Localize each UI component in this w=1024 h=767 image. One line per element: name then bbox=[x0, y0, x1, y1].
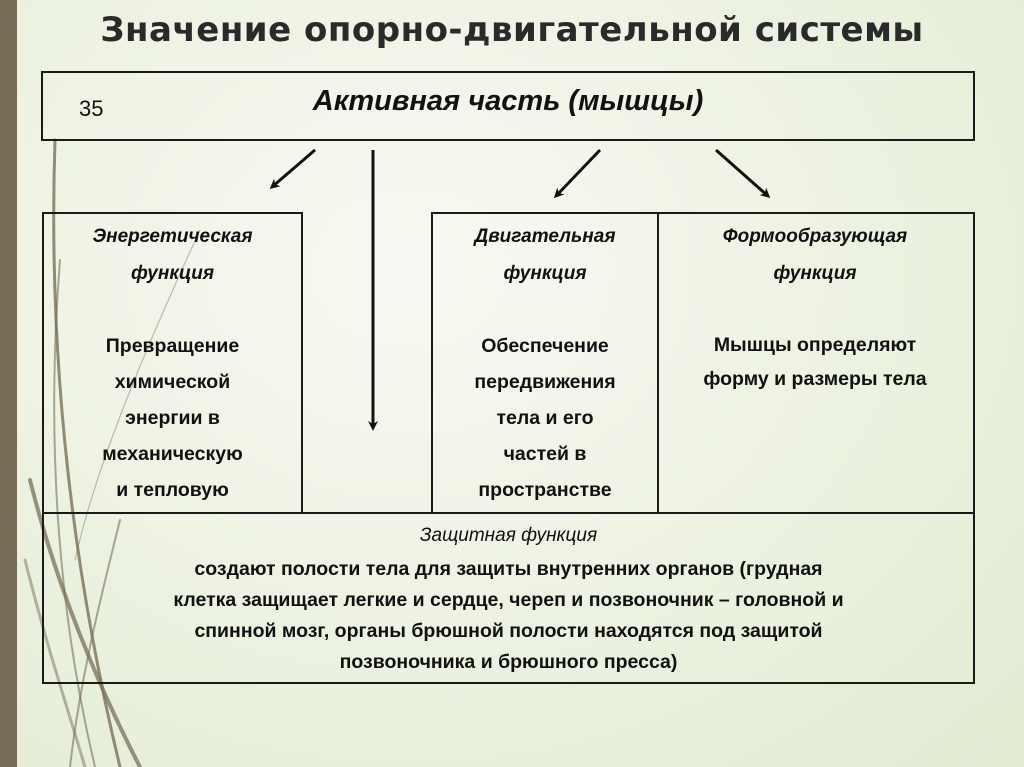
energy-function-cell: Энергетическая функция Превращение химич… bbox=[42, 212, 303, 514]
energy-function-heading: Энергетическая функция bbox=[92, 226, 253, 284]
protective-function-description: создают полости тела для защиты внутренн… bbox=[173, 558, 844, 673]
slide-side-bar bbox=[0, 0, 17, 767]
root-node-box: 35 Активная часть (мышцы) bbox=[41, 71, 975, 141]
arrow-to-motor bbox=[553, 148, 602, 199]
arrow-to-energy bbox=[269, 148, 316, 189]
slide-number: 35 bbox=[79, 96, 104, 121]
motor-function-description: Обеспечение передвижения тела и его част… bbox=[474, 335, 616, 501]
form-function-heading: Формообразующая функция bbox=[722, 226, 908, 284]
root-node-label: Активная часть (мышцы) bbox=[312, 85, 704, 117]
form-function-description: Мышцы определяют форму и размеры тела bbox=[703, 334, 927, 390]
motor-function-cell: Двигательная функция Обеспечение передви… bbox=[431, 212, 659, 514]
protective-function-heading: Защитная функция bbox=[419, 525, 598, 546]
motor-function-heading: Двигательная функция bbox=[474, 226, 616, 284]
energy-function-description: Превращение химической энергии в механич… bbox=[102, 335, 243, 501]
form-function-cell: Формообразующая функция Мышцы определяют… bbox=[657, 212, 975, 514]
protective-function-cell: Защитная функция создают полости тела дл… bbox=[42, 512, 975, 684]
slide-title: Значение опорно-двигательной системы bbox=[100, 10, 924, 50]
arrow-to-form bbox=[715, 148, 771, 198]
